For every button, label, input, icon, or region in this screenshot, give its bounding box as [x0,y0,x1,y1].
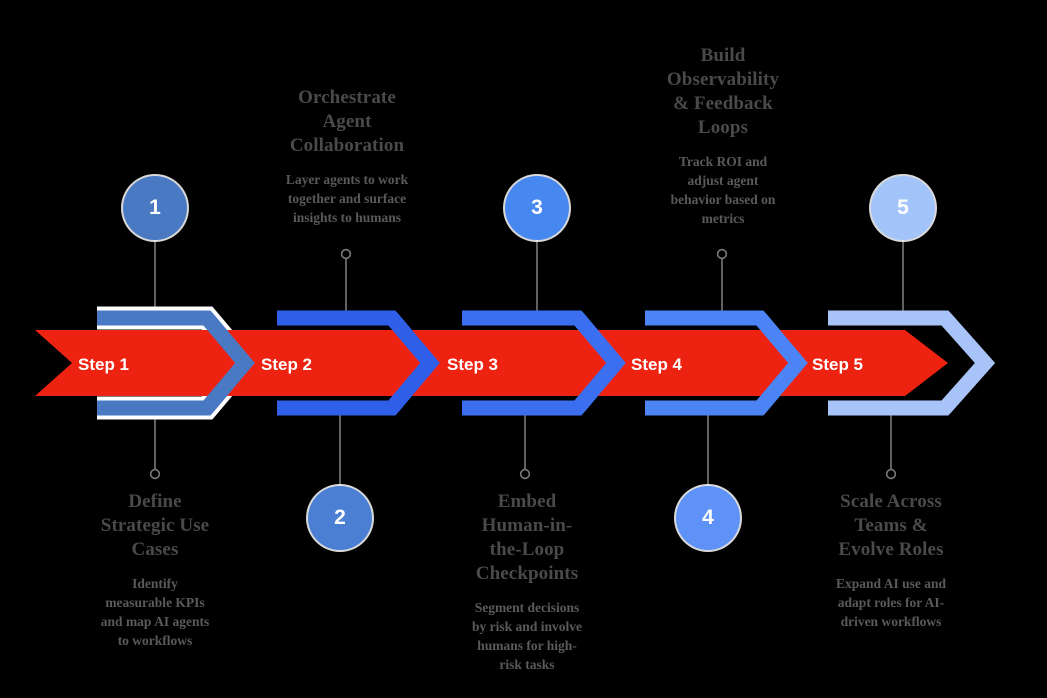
step-desc-1-line-2: and map AI agents [100,614,210,630]
step-text-2: Orchestrate Agent Collaboration Layer ag… [252,86,442,227]
band-label-4: Step 4 [631,355,683,374]
connector-lines [149,240,904,486]
step-title-2-line-0: Orchestrate [298,87,396,108]
step-desc-5: Expand AI use and adapt roles for AI- dr… [796,574,986,631]
chevron-tip-2 [386,313,440,413]
step-title-5-line-0: Scale Across [840,491,942,512]
chevron-front-tips [201,313,996,413]
step-number-4: 4 [702,506,714,529]
step-desc-5-line-1: adapt roles for AI- [837,594,945,610]
step-title-2: Orchestrate Agent Collaboration [252,86,442,158]
leader-ring-3 [519,468,531,480]
step-desc-4-line-2: behavior based on [670,192,776,208]
step-desc-1-line-1: measurable KPIs [105,594,205,610]
band-label-3: Step 3 [447,355,498,374]
chevron-tip-4 [754,313,808,413]
step-title-1-line-1: Strategic Use [100,514,210,536]
band-label-2: Step 2 [261,355,312,374]
step-number-5: 5 [897,196,909,219]
step-circle-3[interactable]: 3 [505,176,569,240]
band-label-1: Step 1 [78,355,129,374]
step-text-4: Build Observability & Feedback Loops Tra… [628,44,818,228]
chevron-tip-1 [201,313,255,413]
step-desc-2: Layer agents to work together and surfac… [252,170,442,227]
step-desc-4-line-1: adjust agent [687,172,759,188]
step-text-3: Embed Human-in- the-Loop Checkpoints Seg… [432,490,622,674]
leader-ring-1 [149,468,161,480]
leader-ring-2 [340,248,352,260]
step-title-5-line-1: Teams & [854,514,928,536]
step-title-4-line-2: & Feedback [673,92,773,114]
step-text-5: Scale Across Teams & Evolve Roles Expand… [796,490,986,631]
step-title-3: Embed Human-in- the-Loop Checkpoints [432,490,622,586]
step-circle-5[interactable]: 5 [871,176,935,240]
step-desc-4-line-0: Track ROI and [678,153,768,169]
step-title-4-line-3: Loops [697,116,749,138]
step-circle-2[interactable]: 2 [308,486,372,550]
step-title-4-line-1: Observability [666,68,780,90]
step-desc-3-line-2: humans for high- [477,638,577,654]
step-title-1-line-0: Define [128,491,182,512]
step-desc-5-line-2: driven workflows [840,614,942,630]
step-desc-2-line-0: Layer agents to work [285,171,409,187]
step-number-1: 1 [149,196,161,219]
leader-ring-4 [716,248,728,260]
leader-ring-5 [885,468,897,480]
band-label-5: Step 5 [812,355,863,374]
step-circle-1[interactable]: 1 [123,176,187,240]
step-desc-3-line-3: risk tasks [499,657,555,673]
step-desc-1-line-0: Identify [132,575,178,591]
step-title-1: Define Strategic Use Cases [60,490,250,562]
band-labels: Step 1 Step 2 Step 3 Step 4 Step 5 [78,355,863,374]
step-desc-3: Segment decisions by risk and involve hu… [432,598,622,675]
step-title-2-line-2: Collaboration [289,134,405,156]
step-circle-4[interactable]: 4 [676,486,740,550]
step-desc-1-line-3: to workflows [117,633,193,649]
step-desc-5-line-0: Expand AI use and [836,575,946,591]
step-desc-4-line-3: metrics [701,211,745,227]
step-desc-3-line-1: by risk and involve [472,618,582,634]
step-title-4: Build Observability & Feedback Loops [628,44,818,140]
step-desc-1: Identify measurable KPIs and map AI agen… [60,574,250,651]
step-desc-2-line-1: together and surface [287,190,407,206]
chevron-tip-5 [939,313,996,413]
step-number-2: 2 [334,506,346,529]
step-title-3-line-2: the-Loop [489,538,565,560]
step-number-3: 3 [531,196,543,219]
step-text-1: Define Strategic Use Cases Identify meas… [60,490,250,650]
step-desc-4: Track ROI and adjust agent behavior base… [628,152,818,229]
step-desc-3-line-0: Segment decisions [474,599,580,615]
step-title-3-line-0: Embed [497,491,557,512]
step-title-3-line-3: Checkpoints [475,562,579,584]
step-title-5: Scale Across Teams & Evolve Roles [796,490,986,562]
step-title-3-line-1: Human-in- [481,514,573,536]
step-title-2-line-1: Agent [322,110,372,132]
red-band-shape [35,330,948,396]
chevron-tip-3 [572,313,626,413]
step-title-4-line-0: Build [700,45,746,66]
step-title-5-line-2: Evolve Roles [838,538,944,560]
step-desc-2-line-2: insights to humans [292,210,402,226]
step-title-1-line-2: Cases [131,538,179,560]
